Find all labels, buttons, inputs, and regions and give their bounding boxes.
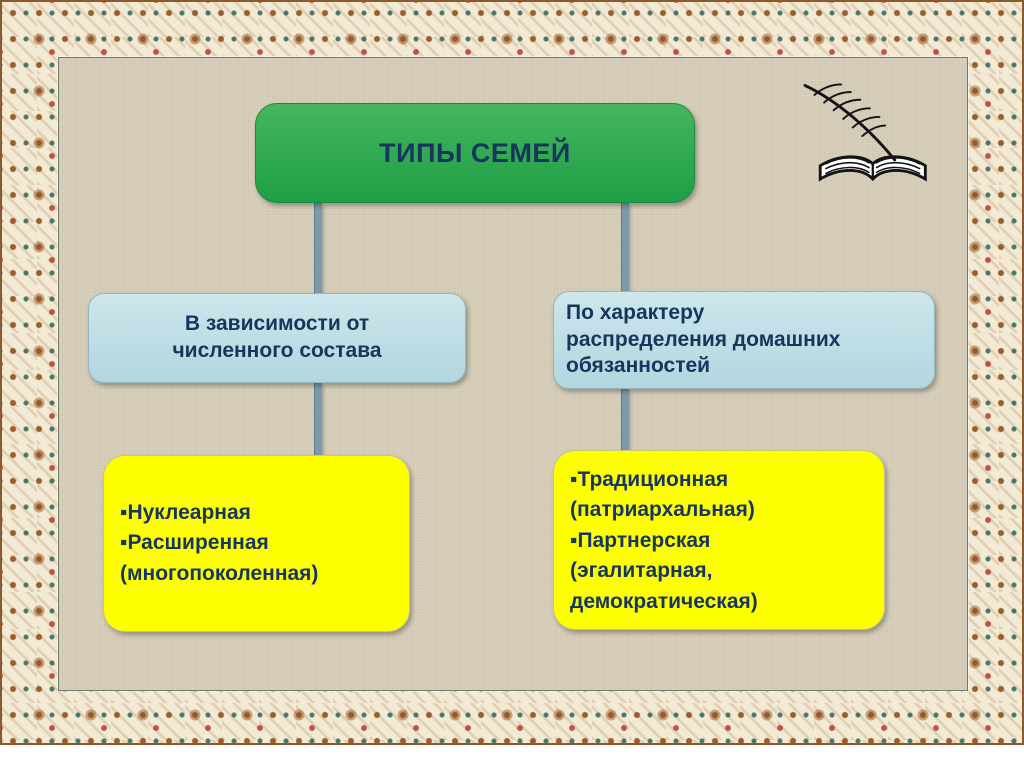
criterion-text: По характеру распределения домашних обяз… xyxy=(566,300,841,378)
types-box-size: ▪Нуклеарная ▪Расширенная (многопоколенна… xyxy=(103,455,410,632)
types-text: ▪Нуклеарная ▪Расширенная (многопоколенна… xyxy=(120,500,319,585)
criterion-text: В зависимости от численного состава xyxy=(172,312,382,362)
types-box-duties: ▪Традиционная (патриархальная) ▪Партнерс… xyxy=(553,450,885,630)
book-quill-icon xyxy=(803,83,927,182)
title-box: ТИПЫ СЕМЕЙ xyxy=(255,103,695,203)
criterion-box-duties: По характеру распределения домашних обяз… xyxy=(553,291,935,389)
connector-line xyxy=(621,389,629,452)
types-text: ▪Традиционная (патриархальная) ▪Партнерс… xyxy=(570,468,758,613)
slide-title: ТИПЫ СЕМЕЙ xyxy=(379,137,571,168)
criterion-box-size: В зависимости от численного состава xyxy=(88,293,466,383)
connector-line xyxy=(314,203,322,295)
connector-line xyxy=(314,383,322,457)
connector-line xyxy=(621,203,629,295)
